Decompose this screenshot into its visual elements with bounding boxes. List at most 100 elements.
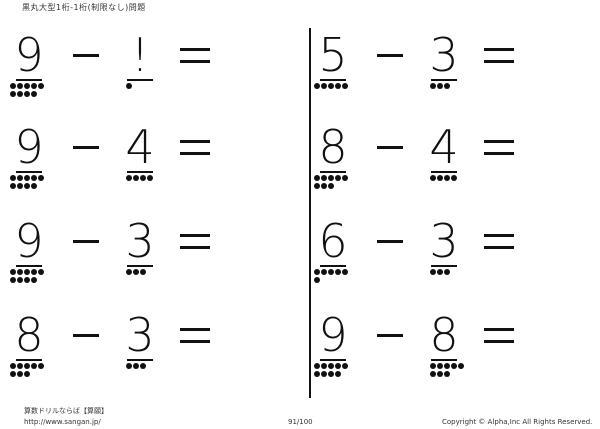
counting-dot bbox=[430, 363, 436, 369]
counting-dot bbox=[24, 183, 30, 189]
counting-dot bbox=[133, 269, 139, 275]
subtrahend: 3 bbox=[429, 28, 459, 82]
counting-dot bbox=[328, 269, 334, 275]
minus-sign bbox=[377, 240, 403, 243]
counting-dot bbox=[147, 175, 153, 181]
subtrahend: 3 bbox=[125, 214, 155, 268]
subtrahend: 3 bbox=[429, 214, 459, 268]
subtrahend-underline bbox=[431, 265, 457, 267]
counting-dot bbox=[17, 183, 23, 189]
counting-dot bbox=[24, 277, 30, 283]
counting-dot bbox=[437, 269, 443, 275]
counting-dot bbox=[451, 363, 457, 369]
equals-sign-bottom bbox=[180, 152, 210, 155]
minus-sign bbox=[73, 54, 99, 57]
counting-dot bbox=[314, 363, 320, 369]
equals-sign-bottom bbox=[484, 340, 514, 343]
footer-url[interactable]: http://www.sangan.jp/ bbox=[24, 418, 101, 426]
subtrahend-underline bbox=[431, 171, 457, 173]
counting-dot bbox=[140, 269, 146, 275]
subtrahend-underline bbox=[127, 79, 153, 81]
minuend-underline bbox=[320, 359, 346, 361]
counting-dot bbox=[126, 83, 132, 89]
worksheet-title: 黒丸大型1桁-1桁(制限なし)問題 bbox=[22, 3, 146, 12]
counting-dot bbox=[314, 183, 320, 189]
counting-dot bbox=[437, 83, 443, 89]
counting-dot bbox=[31, 363, 37, 369]
counting-dot bbox=[24, 371, 30, 377]
counting-dot bbox=[31, 277, 37, 283]
counting-dot bbox=[17, 269, 23, 275]
minuend-underline bbox=[320, 265, 346, 267]
counting-dot bbox=[24, 91, 30, 97]
counting-dot bbox=[31, 269, 37, 275]
subtraction-problem: 9! bbox=[8, 32, 268, 122]
counting-dot bbox=[24, 269, 30, 275]
minuend: 8 bbox=[318, 120, 348, 174]
counting-dot bbox=[31, 175, 37, 181]
equals-sign-bottom bbox=[180, 246, 210, 249]
page-number: 91/100 bbox=[288, 418, 313, 426]
counting-dot bbox=[444, 269, 450, 275]
counting-dot bbox=[430, 269, 436, 275]
counting-dot bbox=[444, 83, 450, 89]
counting-dot bbox=[31, 91, 37, 97]
counting-dot bbox=[342, 269, 348, 275]
counting-dot bbox=[140, 175, 146, 181]
counting-dot bbox=[126, 363, 132, 369]
subtrahend: 3 bbox=[125, 308, 155, 362]
counting-dot bbox=[126, 175, 132, 181]
counting-dot bbox=[458, 363, 464, 369]
minuend-underline bbox=[16, 171, 42, 173]
minuend: 9 bbox=[14, 120, 44, 174]
counting-dot bbox=[451, 175, 457, 181]
minuend: 6 bbox=[318, 214, 348, 268]
counting-dot bbox=[31, 83, 37, 89]
counting-dot bbox=[17, 175, 23, 181]
counting-dot bbox=[430, 83, 436, 89]
counting-dot bbox=[321, 363, 327, 369]
counting-dot bbox=[321, 83, 327, 89]
counting-dot bbox=[17, 371, 23, 377]
counting-dot bbox=[444, 371, 450, 377]
counting-dot bbox=[335, 363, 341, 369]
counting-dot bbox=[133, 175, 139, 181]
counting-dot bbox=[328, 363, 334, 369]
minuend: 9 bbox=[318, 308, 348, 362]
counting-dot bbox=[31, 183, 37, 189]
counting-dot bbox=[38, 269, 44, 275]
counting-dot bbox=[444, 175, 450, 181]
counting-dot bbox=[335, 83, 341, 89]
minus-sign bbox=[73, 334, 99, 337]
subtrahend: 4 bbox=[125, 120, 155, 174]
equals-sign-bottom bbox=[180, 60, 210, 63]
minuend: 9 bbox=[14, 28, 44, 82]
equals-sign-bottom bbox=[484, 246, 514, 249]
counting-dot bbox=[10, 183, 16, 189]
counting-dot bbox=[321, 371, 327, 377]
counting-dot bbox=[430, 175, 436, 181]
copyright: Copyright © Alpha,Inc All Rights Reserve… bbox=[442, 418, 593, 426]
counting-dot bbox=[10, 269, 16, 275]
counting-dot bbox=[314, 175, 320, 181]
equals-sign-bottom bbox=[484, 152, 514, 155]
counting-dot bbox=[10, 175, 16, 181]
counting-dot bbox=[437, 371, 443, 377]
minus-sign bbox=[73, 240, 99, 243]
counting-dot bbox=[133, 363, 139, 369]
counting-dot bbox=[321, 183, 327, 189]
equals-sign-top bbox=[180, 140, 210, 143]
counting-dot bbox=[24, 83, 30, 89]
minuend-underline bbox=[320, 171, 346, 173]
subtrahend: 8 bbox=[429, 308, 459, 362]
subtrahend-underline bbox=[127, 265, 153, 267]
minuend: 5 bbox=[318, 28, 348, 82]
minuend: 8 bbox=[14, 308, 44, 362]
counting-dot bbox=[328, 175, 334, 181]
equals-sign-bottom bbox=[484, 60, 514, 63]
counting-dot bbox=[335, 269, 341, 275]
minuend-underline bbox=[320, 79, 346, 81]
